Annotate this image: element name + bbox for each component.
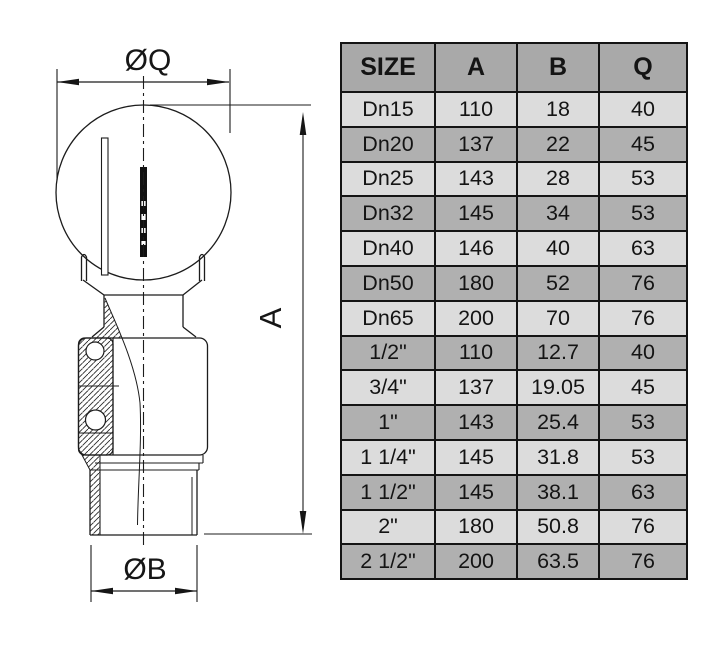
table-cell: 145 xyxy=(434,473,518,511)
flange-step xyxy=(81,454,204,471)
table-cell: 76 xyxy=(598,264,688,302)
table-cell: 76 xyxy=(598,299,688,337)
dimension-bottom-diameter xyxy=(90,545,198,602)
table-cell: 63 xyxy=(598,230,688,267)
table-cell: 45 xyxy=(598,369,688,407)
dim-label-top-diameter: ØQ xyxy=(125,44,172,77)
table-cell: 143 xyxy=(434,160,518,198)
table-cell: 53 xyxy=(598,160,688,198)
column-header-size: SIZE xyxy=(340,42,436,93)
table-cell: 22 xyxy=(516,125,600,163)
table-cell: Dn25 xyxy=(340,160,436,198)
table-cell: Dn40 xyxy=(340,230,436,267)
table-cell: 40 xyxy=(516,230,600,267)
dim-label-bottom-diameter: ØB xyxy=(123,553,166,586)
table-cell: 70 xyxy=(516,299,600,337)
table-cell: 2 1/2" xyxy=(340,543,436,581)
table-cell: 25.4 xyxy=(516,404,600,441)
table-cell: Dn65 xyxy=(340,299,436,337)
table-cell: 31.8 xyxy=(516,438,600,476)
table-cell: 34 xyxy=(516,195,600,233)
size-table-header: SIZE A B Q xyxy=(340,42,688,93)
column-header-q: Q xyxy=(598,42,688,93)
table-cell: Dn50 xyxy=(340,264,436,302)
clamp-section xyxy=(77,337,119,456)
table-cell: 76 xyxy=(598,508,688,546)
table-cell: 53 xyxy=(598,195,688,233)
table-cell: 1/2" xyxy=(340,334,436,372)
header-row: SIZE A B Q xyxy=(340,42,688,93)
table-cell: 1 1/2" xyxy=(340,473,436,511)
table-cell: Dn32 xyxy=(340,195,436,233)
table-cell: 200 xyxy=(434,543,518,581)
ball-tab-right xyxy=(198,253,206,281)
table-cell: 1 1/4" xyxy=(340,438,436,476)
table-cell: 50.8 xyxy=(516,508,600,546)
table-cell: 40 xyxy=(598,91,688,128)
table-cell: 137 xyxy=(434,369,518,407)
clamp-hole-bottom xyxy=(84,409,107,431)
clamp-hole-top xyxy=(85,341,105,361)
table-cell: 110 xyxy=(434,334,518,372)
table-cell: 146 xyxy=(434,230,518,267)
table-cell: 63.5 xyxy=(516,543,600,581)
table-cell: 52 xyxy=(516,264,600,302)
table-cell: 18 xyxy=(516,91,600,128)
table-cell: 45 xyxy=(598,125,688,163)
table-cell: 53 xyxy=(598,404,688,441)
table-cell: 180 xyxy=(434,264,518,302)
table-cell: 110 xyxy=(434,91,518,128)
table-cell: 2" xyxy=(340,508,436,546)
column-header-b: B xyxy=(516,42,600,93)
table-cell: 40 xyxy=(598,334,688,372)
spray-slot-left xyxy=(100,137,109,276)
dim-label-height: A xyxy=(253,307,288,328)
table-cell: 145 xyxy=(434,195,518,233)
ball-tab-left xyxy=(80,253,88,281)
table-cell: Dn20 xyxy=(340,125,436,163)
table-cell: 12.7 xyxy=(516,334,600,372)
table-cell: 63 xyxy=(598,473,688,511)
table-cell: 137 xyxy=(434,125,518,163)
table-cell: 143 xyxy=(434,404,518,441)
valve-body xyxy=(77,295,209,536)
table-cell: 53 xyxy=(598,438,688,476)
table-cell: 145 xyxy=(434,438,518,476)
table-cell: Dn15 xyxy=(340,91,436,128)
table-cell: 19.05 xyxy=(516,369,600,407)
table-cell: 3/4" xyxy=(340,369,436,407)
dimension-height xyxy=(150,104,312,535)
table-cell: 1" xyxy=(340,404,436,441)
column-header-a: A xyxy=(434,42,518,93)
table-cell: 200 xyxy=(434,299,518,337)
table-cell: 76 xyxy=(598,543,688,581)
table-cell: 180 xyxy=(434,508,518,546)
table-cell: 38.1 xyxy=(516,473,600,511)
table-cell: 28 xyxy=(516,160,600,198)
